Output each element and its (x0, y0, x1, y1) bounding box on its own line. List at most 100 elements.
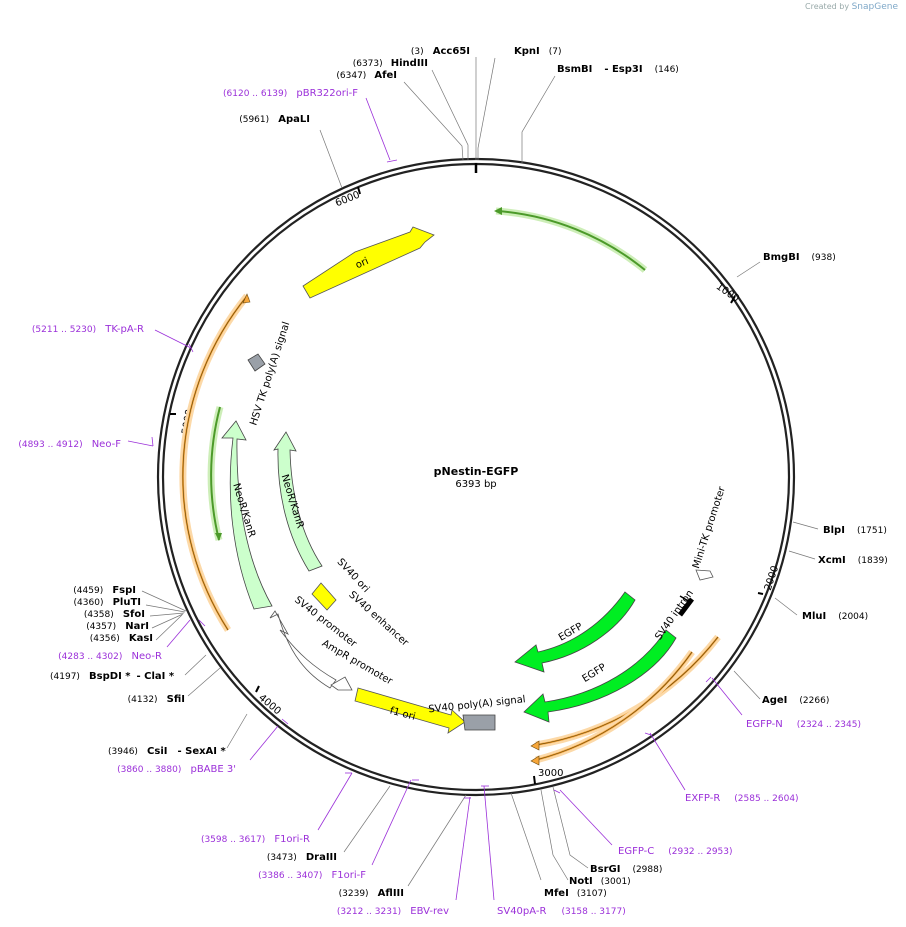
orf-left2 (210, 406, 221, 541)
tick-3000: 3000 (533, 768, 563, 785)
svg-text:(4360) PluTI: (4360) PluTI (74, 590, 141, 609)
svg-text:(4357) NarI: (4357) NarI (86, 614, 149, 633)
primer-egfp-c: EGFP-C(2932 .. 2953) (618, 846, 733, 857)
svg-text:BsmBI- Esp3I(146): BsmBI- Esp3I(146) (557, 64, 679, 75)
feature-egfp-2: EGFP (523, 629, 677, 723)
svg-text:(4893 .. 4912) Neo-F: (4893 .. 4912) Neo-F (18, 432, 121, 451)
enzyme-mfei: MfeI(3107) (544, 888, 607, 899)
primer-pbabe-3: (3860 .. 3880) pBABE 3' (117, 757, 236, 776)
feature-sv40-promoter: SV40 promoter (269, 595, 359, 689)
feature-egfp-1: EGFP (514, 591, 636, 673)
primer-sv40pa-r: SV40pA-R(3158 .. 3177) (497, 906, 626, 917)
enzyme-pluti: (4360) PluTI (74, 590, 141, 609)
svg-text:SV40 intron: SV40 intron (653, 588, 696, 642)
svg-text:(5961) ApaLI: (5961) ApaLI (239, 107, 310, 126)
enzyme-kpni: KpnI(7) (514, 46, 562, 57)
feature-hsv-tk-polya: HSV TK poly(A) signal (247, 321, 292, 427)
svg-text:HSV TK poly(A) signal: HSV TK poly(A) signal (248, 321, 292, 427)
primer-tk-pa-r: (5211 .. 5230) TK-pA-R (32, 317, 144, 336)
svg-text:BmgBI(938): BmgBI(938) (763, 252, 836, 263)
svg-text:ori: ori (354, 256, 370, 271)
orf-left2-head (215, 533, 222, 541)
svg-text:(3212 .. 3231) EBV-rev: (3212 .. 3231) EBV-rev (337, 899, 449, 918)
svg-text:(6373) HindIII: (6373) HindIII (353, 51, 428, 70)
enzyme-mlui: MluI(2004) (802, 611, 868, 622)
primer-pbr322ori-f: (6120 .. 6139) pBR322ori-F (223, 81, 358, 100)
svg-text:EGFP-C(2932 .. 2953): EGFP-C(2932 .. 2953) (618, 846, 733, 857)
enzyme-acc65i: (3) Acc65I (411, 39, 470, 58)
svg-text:SV40pA-R(3158 .. 3177): SV40pA-R(3158 .. 3177) (497, 906, 626, 917)
enzyme-bsmbi: BsmBI- Esp3I(146) (557, 64, 679, 75)
enzyme-bspdi: (4197) BspDI *- ClaI * (50, 664, 175, 683)
orf-top-head (494, 207, 502, 215)
enzyme-leaders (141, 57, 819, 887)
primer-f1ori-r: (3598 .. 3617) F1ori-R (201, 834, 310, 845)
primer-leaders (127, 97, 743, 901)
feature-neor-kanr-inner: NeoR/KanR (273, 431, 323, 572)
snapgene-logo: SnapGene (851, 2, 898, 12)
enzyme-hindiii: (6373) HindIII (353, 51, 428, 70)
feature-mini-tk-promoter: Mini-TK promoter (691, 485, 728, 581)
enzyme-sfoi: (4358) SfoI (84, 602, 145, 621)
feature-sv40-intron: SV40 intron (653, 588, 696, 642)
plasmid-name: pNestin-EGFP (434, 465, 519, 478)
orf-top-halo (495, 207, 648, 273)
svg-text:XcmI(1839): XcmI(1839) (818, 555, 888, 566)
enzyme-noti: NotI(3001) (569, 876, 631, 887)
svg-text:(3473) DraIII: (3473) DraIII (267, 845, 337, 864)
svg-text:3000: 3000 (538, 768, 563, 779)
orf-right2-head (530, 755, 540, 766)
primer-neo-f: (4893 .. 4912) Neo-F (18, 432, 121, 451)
svg-text:(3860 .. 3880) pBABE 3': (3860 .. 3880) pBABE 3' (117, 757, 236, 776)
feature-neor-kanr-outer: NeoR/KanR (221, 420, 273, 610)
orf-right1-head (530, 740, 540, 751)
svg-text:(3946) CsiI- SexAI *: (3946) CsiI- SexAI * (108, 739, 226, 758)
svg-text:EGFP-N(2324 .. 2345): EGFP-N(2324 .. 2345) (746, 719, 861, 730)
enzyme-blpi: BlpI(1751) (823, 525, 887, 536)
svg-text:Mini-TK promoter: Mini-TK promoter (691, 485, 728, 571)
primer-ebv-rev: (3212 .. 3231) EBV-rev (337, 899, 449, 918)
enzyme-draiii: (3473) DraIII (267, 845, 337, 864)
enzyme-fspi: (4459) FspI (73, 585, 136, 596)
svg-text:(3386 .. 3407) F1ori-F: (3386 .. 3407) F1ori-F (258, 863, 366, 882)
snapgene-credit: Created by SnapGene (805, 2, 898, 12)
svg-text:MfeI(3107): MfeI(3107) (544, 888, 607, 899)
svg-text:(6347) AfeI: (6347) AfeI (336, 63, 397, 82)
enzyme-nari: (4357) NarI (86, 614, 149, 633)
enzyme-bmgbi: BmgBI(938) (763, 252, 836, 263)
primer-egfp-n: EGFP-N(2324 .. 2345) (746, 719, 861, 730)
enzyme-afei: (6347) AfeI (336, 63, 397, 82)
svg-text:(4197) BspDI *- ClaI *: (4197) BspDI *- ClaI * (50, 664, 175, 683)
svg-text:KpnI(7): KpnI(7) (514, 46, 562, 57)
svg-text:BlpI(1751): BlpI(1751) (823, 525, 887, 536)
svg-text:(6120 .. 6139) pBR322ori-F: (6120 .. 6139) pBR322ori-F (223, 81, 358, 100)
svg-text:(4132) SfiI: (4132) SfiI (128, 687, 185, 706)
svg-text:EGFP: EGFP (580, 662, 608, 685)
feature-ori: ori (302, 226, 435, 299)
svg-text:(4356) KasI: (4356) KasI (90, 626, 153, 645)
svg-text:BsrGI(2988): BsrGI(2988) (590, 864, 662, 875)
svg-text:6000: 6000 (334, 190, 362, 210)
primer-f1ori-f: (3386 .. 3407) F1ori-F (258, 863, 366, 882)
enzyme-apali: (5961) ApaLI (239, 107, 310, 126)
svg-text:(4283 .. 4302) Neo-R: (4283 .. 4302) Neo-R (58, 644, 162, 663)
enzyme-bsrgi: BsrGI(2988) (590, 864, 662, 875)
enzyme-agei: AgeI(2266) (762, 695, 829, 706)
svg-text:MluI(2004): MluI(2004) (802, 611, 868, 622)
svg-text:NotI(3001): NotI(3001) (569, 876, 631, 887)
orf-left-head (242, 293, 251, 304)
enzyme-sfii: (4132) SfiI (128, 687, 185, 706)
primer-exfp-r: EXFP-R(2585 .. 2604) (685, 793, 799, 804)
svg-text:(5211 .. 5230) TK-pA-R: (5211 .. 5230) TK-pA-R (32, 317, 144, 336)
svg-text:(3239) AflIII: (3239) AflIII (339, 881, 404, 900)
tick-1000: 1000 (714, 281, 741, 305)
svg-text:AgeI(2266): AgeI(2266) (762, 695, 829, 706)
svg-text:(4358) SfoI: (4358) SfoI (84, 602, 145, 621)
enzyme-afliii: (3239) AflIII (339, 881, 404, 900)
svg-text:(3) Acc65I: (3) Acc65I (411, 39, 470, 58)
plasmid-length: 6393 bp (455, 479, 496, 490)
svg-text:1000: 1000 (714, 281, 741, 305)
enzyme-kasi: (4356) KasI (90, 626, 153, 645)
svg-text:SV40 poly(A) signal: SV40 poly(A) signal (428, 694, 526, 715)
